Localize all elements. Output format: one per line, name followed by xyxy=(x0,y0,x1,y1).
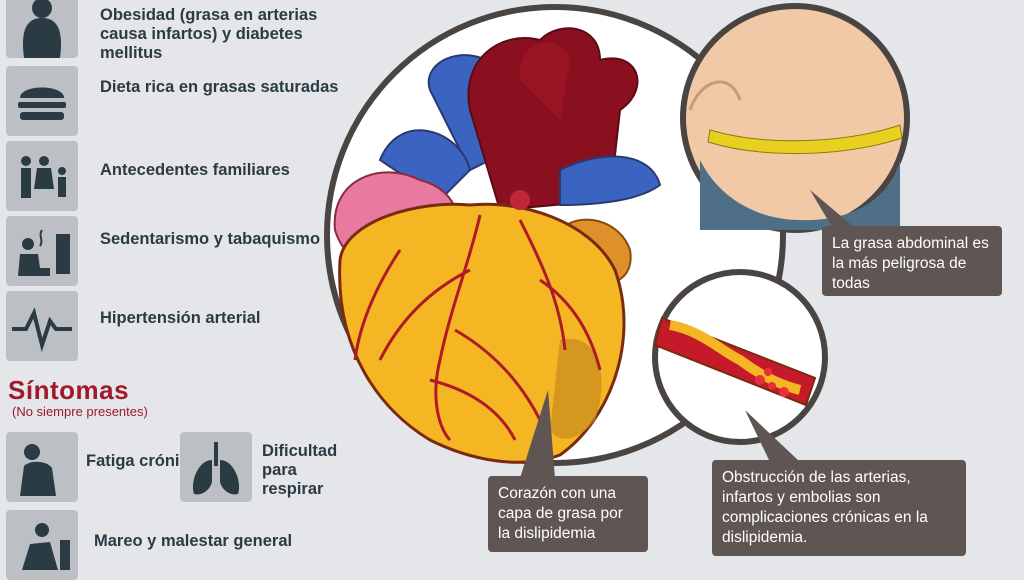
pointer-abdominal xyxy=(810,190,860,232)
risk-item-sedentarismo: Sedentarismo y tabaquismo xyxy=(0,216,340,288)
aorta-branch xyxy=(519,42,570,120)
risk-label: Antecedentes familiares xyxy=(100,161,290,179)
symptoms-title: Síntomas xyxy=(8,375,130,405)
burger-icon xyxy=(6,66,78,136)
ventricles-fat xyxy=(338,202,626,464)
artery-plaque xyxy=(669,320,802,395)
lungs-icon xyxy=(180,432,252,502)
coronary-arteries xyxy=(353,214,602,442)
risk-item-antecedentes: Antecedentes familiares xyxy=(0,141,340,213)
risk-label: Dieta rica en grasas saturadas xyxy=(100,78,339,96)
risk-label: Obesidad (grasa en arterias causa infart… xyxy=(100,6,318,62)
risk-item-obesidad: Obesidad (grasa en arterias causa infart… xyxy=(0,0,340,62)
risk-item-hipertension: Hipertensión arterial xyxy=(0,291,340,363)
risk-label: Sedentarismo y tabaquismo xyxy=(100,230,321,248)
measuring-tape xyxy=(707,124,903,155)
pointer-heart xyxy=(520,390,555,478)
pulmonary-artery xyxy=(559,155,662,207)
symptom-label-fatiga: Fatiga crónica xyxy=(86,452,198,470)
callout-heart: Corazón con una capa de grasa por la dis… xyxy=(488,476,648,552)
obese-person-icon xyxy=(6,0,78,58)
blood-cells xyxy=(755,368,789,397)
risk-label: Hipertensión arterial xyxy=(100,309,261,327)
callout-abdominal: La grasa abdominal es la más peligrosa d… xyxy=(822,226,1002,296)
symptoms-subtitle: (No siempre presentes) xyxy=(12,404,148,419)
tired-person-icon xyxy=(6,432,78,502)
symptom-label-respirar: Dificultad para respirar xyxy=(262,442,338,498)
smoker-tv-icon xyxy=(6,216,78,286)
ventricle-shadow xyxy=(550,338,602,439)
jeans xyxy=(700,160,900,230)
pointer-arteries xyxy=(745,410,800,462)
callout-arteries: Obstrucción de las arterias, infartos y … xyxy=(712,460,966,556)
coronary-origin xyxy=(510,190,530,210)
risk-item-dieta: Dieta rica en grasas saturadas xyxy=(0,66,340,138)
dizzy-person-icon xyxy=(6,510,78,580)
heartbeat-icon xyxy=(6,291,78,361)
pulmonary-vein-left xyxy=(378,129,472,202)
symptom-label-mareo: Mareo y malestar general xyxy=(94,532,293,550)
family-icon xyxy=(6,141,78,211)
hand-left xyxy=(688,80,742,111)
